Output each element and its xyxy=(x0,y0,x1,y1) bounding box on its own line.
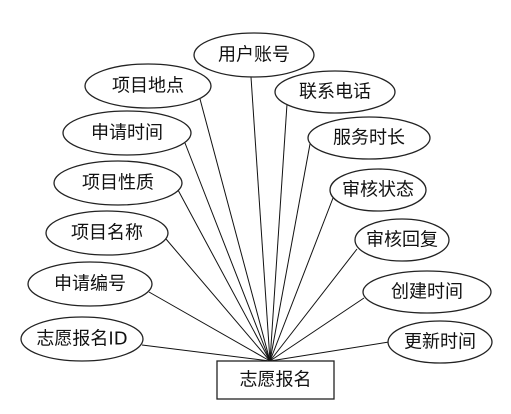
connector-review-status xyxy=(269,197,334,362)
attribute-apply-number: 申请编号 xyxy=(27,261,153,307)
connector-project-nature xyxy=(177,189,271,362)
attribute-label-review-reply: 审核回复 xyxy=(366,230,438,251)
attribute-ellipse-create-time xyxy=(362,270,492,314)
attribute-project-name: 项目名称 xyxy=(45,210,169,256)
attribute-review-status: 审核状态 xyxy=(329,168,427,212)
connector-project-name xyxy=(165,238,271,362)
connector-project-location xyxy=(199,98,271,362)
attribute-label-create-time: 创建时间 xyxy=(391,282,463,303)
connector-update-time xyxy=(269,341,390,362)
attribute-label-review-status: 审核状态 xyxy=(342,180,414,201)
attribute-ellipse-review-status xyxy=(329,168,427,212)
attribute-ellipse-user-account xyxy=(193,32,315,78)
attribute-service-duration: 服务时长 xyxy=(307,116,431,160)
connector-apply-number xyxy=(148,291,271,362)
entity-label: 志愿报名 xyxy=(240,370,312,391)
attribute-user-account: 用户账号 xyxy=(193,32,315,78)
connector-review-reply xyxy=(269,248,358,362)
attribute-ellipse-review-reply xyxy=(354,218,450,262)
connector-create-time xyxy=(269,297,365,362)
connector-contact-phone xyxy=(269,103,288,362)
attribute-label-contact-phone: 联系电话 xyxy=(299,82,371,103)
attribute-label-apply-time: 申请时间 xyxy=(91,123,163,144)
entity-node: 志愿报名 xyxy=(216,360,335,400)
connector-user-account xyxy=(250,76,271,362)
attribute-ellipse-contact-phone xyxy=(274,70,396,114)
attribute-ellipse-project-name xyxy=(45,210,169,256)
attribute-label-update-time: 更新时间 xyxy=(404,332,476,353)
attribute-ellipse-service-duration xyxy=(307,116,431,160)
connector-lines xyxy=(141,76,390,362)
attribute-ellipse-apply-time xyxy=(62,110,192,156)
attribute-apply-time: 申请时间 xyxy=(62,110,192,156)
connector-service-duration xyxy=(269,143,311,362)
entity-box xyxy=(216,360,335,400)
attribute-label-signup-id: 志愿报名ID xyxy=(36,329,127,350)
attribute-ellipse-update-time xyxy=(387,320,493,364)
attribute-project-location: 项目地点 xyxy=(84,63,212,109)
attribute-project-nature: 项目性质 xyxy=(53,160,183,206)
attribute-label-user-account: 用户账号 xyxy=(218,45,290,66)
attribute-update-time: 更新时间 xyxy=(387,320,493,364)
attribute-label-service-duration: 服务时长 xyxy=(333,128,405,149)
attribute-ellipse-signup-id xyxy=(20,316,144,362)
attribute-ellipse-project-location xyxy=(84,63,212,109)
attribute-ellipse-project-nature xyxy=(53,160,183,206)
attribute-contact-phone: 联系电话 xyxy=(274,70,396,114)
connector-apply-time xyxy=(184,142,271,362)
attribute-review-reply: 审核回复 xyxy=(354,218,450,262)
attribute-signup-id: 志愿报名ID xyxy=(20,316,144,362)
attribute-ellipse-apply-number xyxy=(27,261,153,307)
attribute-create-time: 创建时间 xyxy=(362,270,492,314)
attribute-label-project-location: 项目地点 xyxy=(112,76,184,97)
connector-signup-id xyxy=(141,344,271,362)
attribute-label-project-name: 项目名称 xyxy=(71,223,143,244)
attribute-label-apply-number: 申请编号 xyxy=(54,274,126,295)
attribute-label-project-nature: 项目性质 xyxy=(82,173,154,194)
